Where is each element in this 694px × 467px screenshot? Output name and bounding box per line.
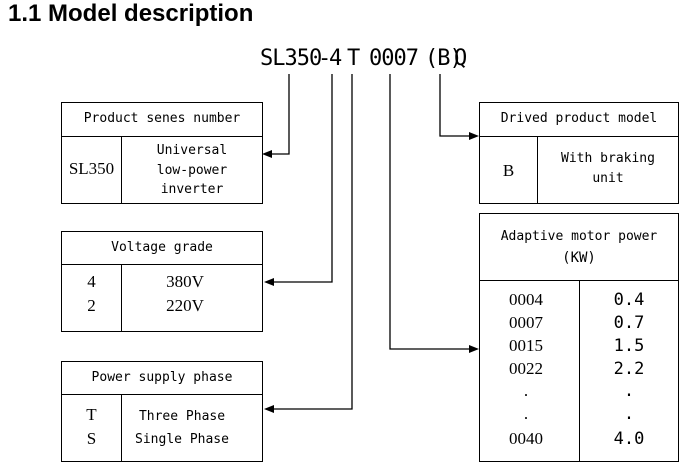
arrowhead-derived	[469, 132, 479, 140]
model-code-voltage: 4	[329, 46, 342, 71]
section-heading: 1.1 Model description	[8, 0, 254, 27]
arrowhead-voltage	[264, 278, 274, 286]
connector-power	[389, 74, 472, 350]
power-code: 0007	[509, 313, 543, 332]
connector-series	[268, 74, 290, 155]
power-value: 4.0	[613, 429, 645, 449]
power-value: 0.4	[613, 290, 645, 310]
series-box-desc-1: Universal	[156, 143, 228, 158]
phase-row-code: S	[86, 429, 97, 448]
arrowhead-power	[469, 345, 479, 353]
model-code-series: SL350	[260, 46, 322, 71]
power-code: 0022	[509, 359, 543, 378]
power-code: .	[523, 381, 529, 400]
power-value: 1.5	[613, 336, 645, 356]
derived-box-desc-1: With braking	[561, 151, 655, 166]
phase-row-value: Single Phase	[135, 432, 229, 447]
series-box: Product senes number SL350 Universal low…	[61, 102, 263, 204]
power-box: Adaptive motor power (KW) 0004 0007 0015…	[479, 213, 679, 462]
arrowhead-phase	[264, 405, 274, 413]
connector-derived	[439, 74, 472, 137]
power-value: .	[623, 381, 635, 401]
power-value: 2.2	[613, 359, 645, 379]
derived-box-desc-2: unit	[592, 171, 624, 186]
derived-box-code: B	[502, 161, 515, 180]
voltage-row-value: 220V	[166, 296, 204, 315]
power-code: .	[523, 404, 529, 423]
connector-voltage	[272, 74, 333, 283]
voltage-row-value: 380V	[166, 272, 204, 291]
model-code-power: 0007	[369, 46, 419, 71]
series-box-title: Product senes number	[83, 111, 241, 126]
model-code-phase: T	[347, 46, 360, 71]
derived-box-title: Drived product model	[500, 111, 658, 126]
power-code: 0004	[509, 290, 543, 309]
series-box-code: SL350	[68, 159, 115, 178]
voltage-row-code: 2	[87, 296, 96, 315]
series-box-desc-3: inverter	[160, 182, 224, 197]
power-value: .	[623, 404, 635, 424]
power-code: 0040	[509, 429, 543, 448]
power-value: 0.7	[613, 313, 645, 333]
phase-row-code: T	[86, 405, 97, 424]
connector-phase	[272, 74, 353, 410]
derived-box: Drived product model B With braking unit	[479, 102, 679, 204]
voltage-row-code: 4	[87, 272, 96, 291]
power-box-title-2: (KW)	[562, 250, 596, 266]
voltage-box: Voltage grade 4 2 380V 220V	[61, 231, 263, 332]
phase-row-value: Three Phase	[138, 409, 226, 424]
voltage-box-title: Voltage grade	[111, 240, 213, 255]
power-box-title-1: Adaptive motor power	[500, 229, 658, 244]
series-box-desc-2: low-power	[156, 163, 228, 178]
model-code-suffix: Q	[454, 46, 467, 71]
power-code: 0015	[509, 336, 543, 355]
phase-box-title: Power supply phase	[91, 370, 233, 385]
model-code-dash: -	[318, 46, 331, 71]
model-code-derived: (B)	[425, 46, 463, 71]
arrowhead-series	[262, 150, 272, 158]
phase-box: Power supply phase T S Three Phase Singl…	[61, 361, 263, 462]
